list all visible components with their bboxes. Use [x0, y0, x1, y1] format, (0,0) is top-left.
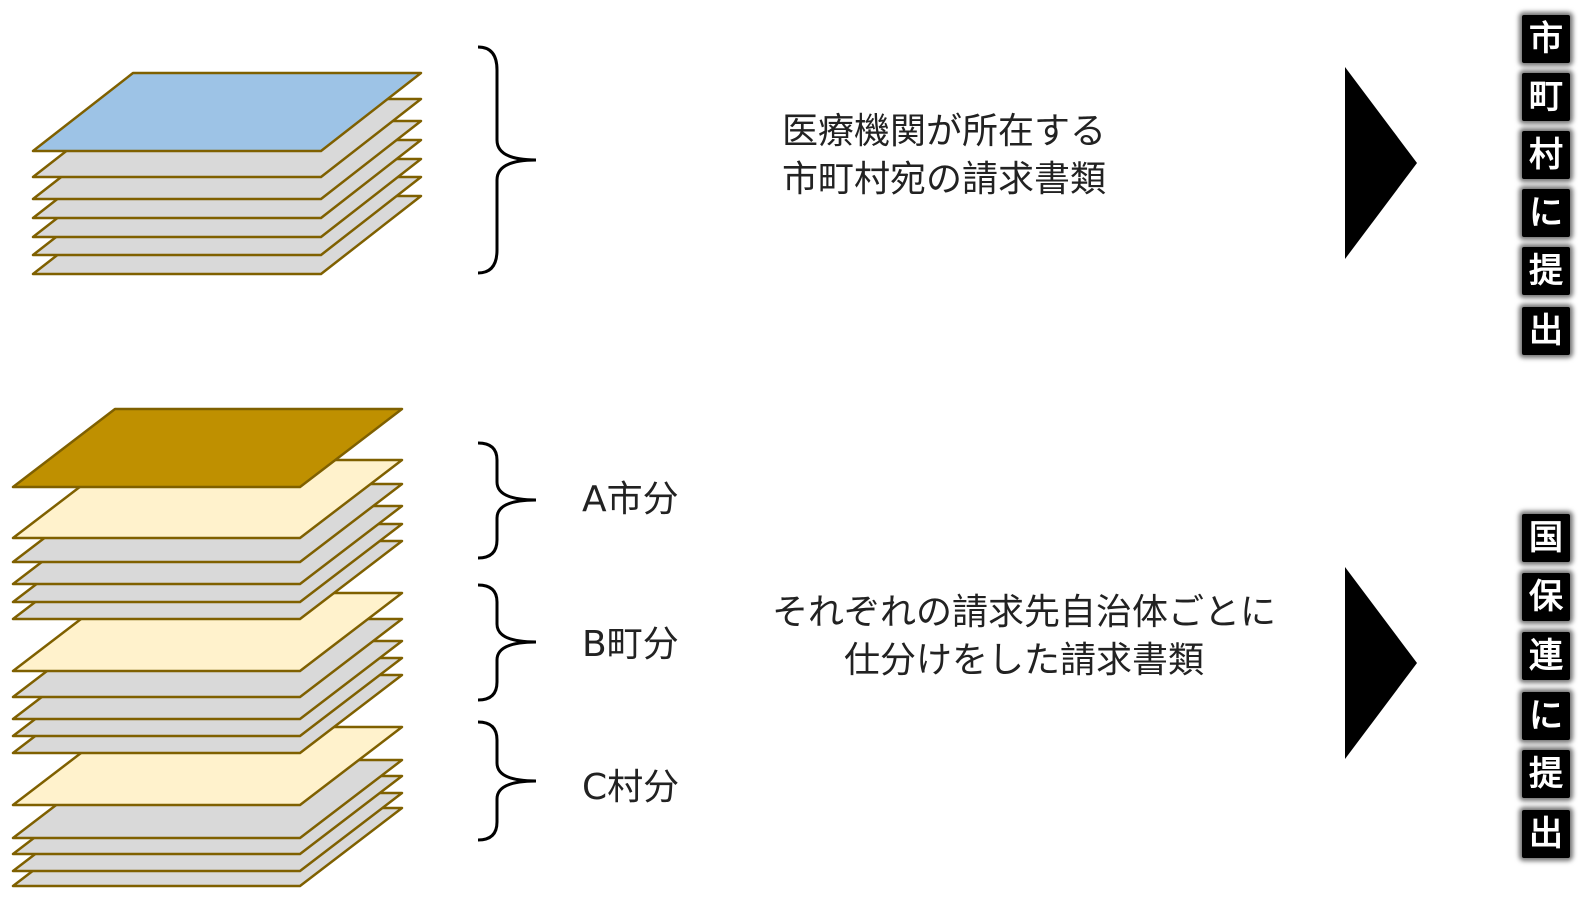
- top-destination-char: 提: [1522, 247, 1570, 295]
- group-label-c: C村分: [582, 767, 680, 808]
- top-caption-line1: 医療機関が所在する: [781, 111, 1106, 152]
- bottom-caption-line2: 仕分けをした請求書類: [843, 640, 1204, 681]
- brace-b: [477, 583, 537, 702]
- brace-a: [477, 441, 537, 560]
- bottom-arrow: [1345, 567, 1417, 759]
- brace-c: [477, 720, 537, 842]
- top-destination-char: 町: [1522, 73, 1570, 121]
- bottom-destination-char: 国: [1522, 514, 1570, 562]
- top-caption-line2: 市町村宛の請求書類: [781, 159, 1106, 200]
- top-brace: [477, 45, 537, 275]
- top-destination-char: 村: [1522, 131, 1570, 179]
- top-caption: 医療機関が所在する 市町村宛の請求書類: [744, 108, 1144, 204]
- bottom-destination-char: に: [1522, 692, 1570, 740]
- bottom-destination-char: 保: [1522, 573, 1570, 621]
- top-destination-char: に: [1522, 189, 1570, 237]
- top-document-sheet: [31, 71, 423, 153]
- top-destination-char: 出: [1522, 307, 1570, 355]
- cover-sheet: [11, 407, 404, 489]
- top-destination-char: 市: [1522, 15, 1570, 63]
- bottom-destination-char: 提: [1522, 750, 1570, 798]
- top-document-stack: [31, 71, 423, 276]
- bottom-document-stack: [11, 407, 404, 888]
- group-label-a: A市分: [582, 479, 679, 520]
- group-label-b: B町分: [582, 624, 679, 665]
- bottom-destination-char: 連: [1522, 632, 1570, 680]
- bottom-caption-line1: それぞれの請求先自治体ごとに: [771, 592, 1276, 633]
- bottom-caption: それぞれの請求先自治体ごとに 仕分けをした請求書類: [724, 589, 1324, 685]
- top-arrow: [1345, 67, 1417, 259]
- bottom-destination-char: 出: [1522, 810, 1570, 858]
